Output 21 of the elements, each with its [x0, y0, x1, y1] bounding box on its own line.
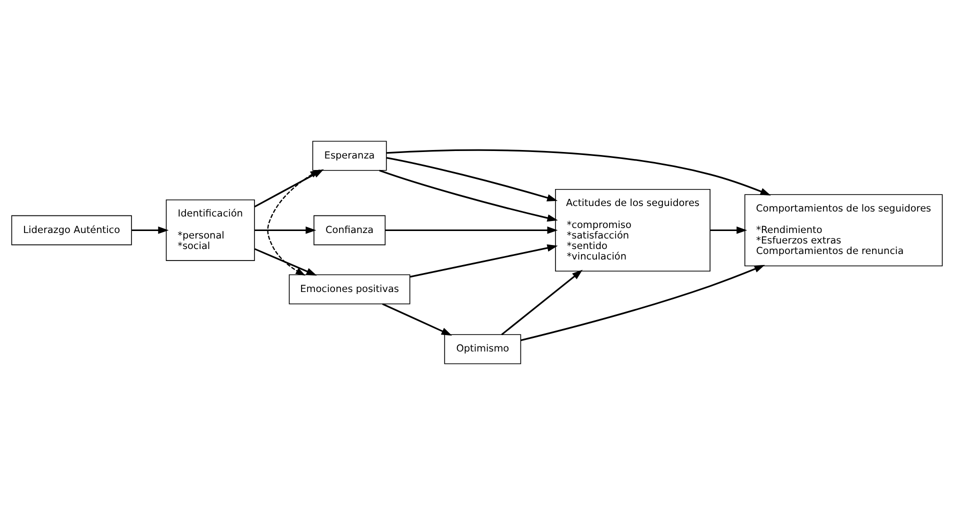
arrow: [379, 170, 558, 222]
arrow: [267, 170, 320, 276]
node-box: Emociones positivas: [288, 274, 410, 304]
arrow: [382, 303, 452, 336]
arrow: [254, 248, 317, 276]
node-box: Esperanza: [312, 140, 387, 171]
node-box: Optimismo: [444, 334, 522, 364]
arrow: [386, 149, 771, 196]
arrow: [386, 156, 558, 202]
node-box: Identificación *personal *social: [166, 200, 255, 261]
node-box: Liderazgo Auténtico: [11, 215, 132, 246]
arrow: [410, 244, 558, 278]
node-box: Comportamientos de los seguidores *Rendimiento *Esfuerzos extras Comportamientos de renuncia: [744, 194, 943, 266]
arrow: [520, 264, 765, 342]
arrow: [385, 226, 558, 234]
arrow: [254, 226, 316, 234]
node-box: Actitudes de los seguidores *compromiso *satisfacción *sentido *vinculación: [555, 188, 710, 272]
arrow: [132, 226, 169, 234]
arrow: [501, 270, 583, 336]
arrow: [710, 226, 748, 234]
node-box: Confianza: [314, 215, 386, 246]
